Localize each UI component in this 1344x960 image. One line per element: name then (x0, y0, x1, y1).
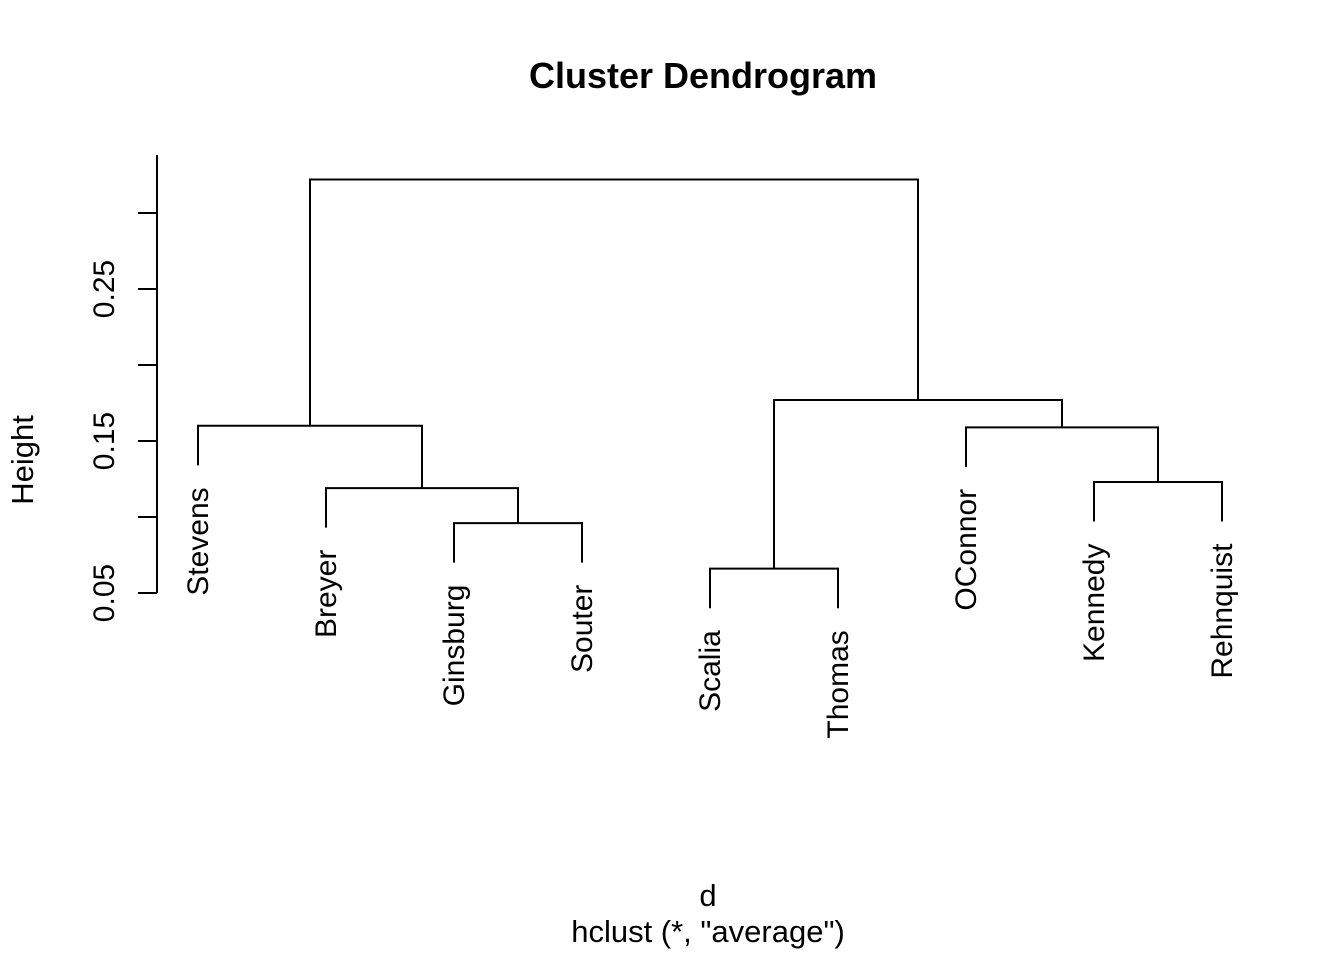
y-tick-label: 0.25 (88, 260, 121, 318)
merge-link (197, 424, 423, 489)
leaf-label-stevens: Stevens (182, 487, 215, 595)
chart-title: Cluster Dendrogram (529, 55, 877, 96)
leaf-label-kennedy: Kennedy (1078, 544, 1111, 662)
merge-link (1093, 481, 1223, 522)
leaf-label-thomas: Thomas (822, 630, 855, 738)
y-tick-label: 0.15 (88, 412, 121, 470)
merge-link (773, 398, 1063, 569)
leaf-label-scalia: Scalia (694, 630, 727, 712)
merge-link (325, 487, 519, 528)
merge-link (709, 567, 839, 609)
y-axis-label: Height (5, 415, 40, 505)
merge-link (453, 522, 583, 563)
x-axis-label: d (699, 878, 716, 913)
merge-link (965, 426, 1159, 483)
x-axis-sublabel: hclust (*, "average") (571, 914, 845, 949)
dendrogram-tree (197, 178, 1223, 609)
leaf-label-rehnquist: Rehnquist (1206, 543, 1239, 679)
merge-link (309, 178, 919, 426)
leaf-label-souter: Souter (566, 585, 599, 673)
y-axis: 0.05 0.15 0.25 (88, 155, 158, 622)
leaf-label-ginsburg: Ginsburg (438, 585, 471, 707)
leaf-label-oconnor: OConnor (950, 489, 983, 611)
leaf-label-breyer: Breyer (310, 550, 343, 638)
y-tick-label: 0.05 (88, 564, 121, 622)
